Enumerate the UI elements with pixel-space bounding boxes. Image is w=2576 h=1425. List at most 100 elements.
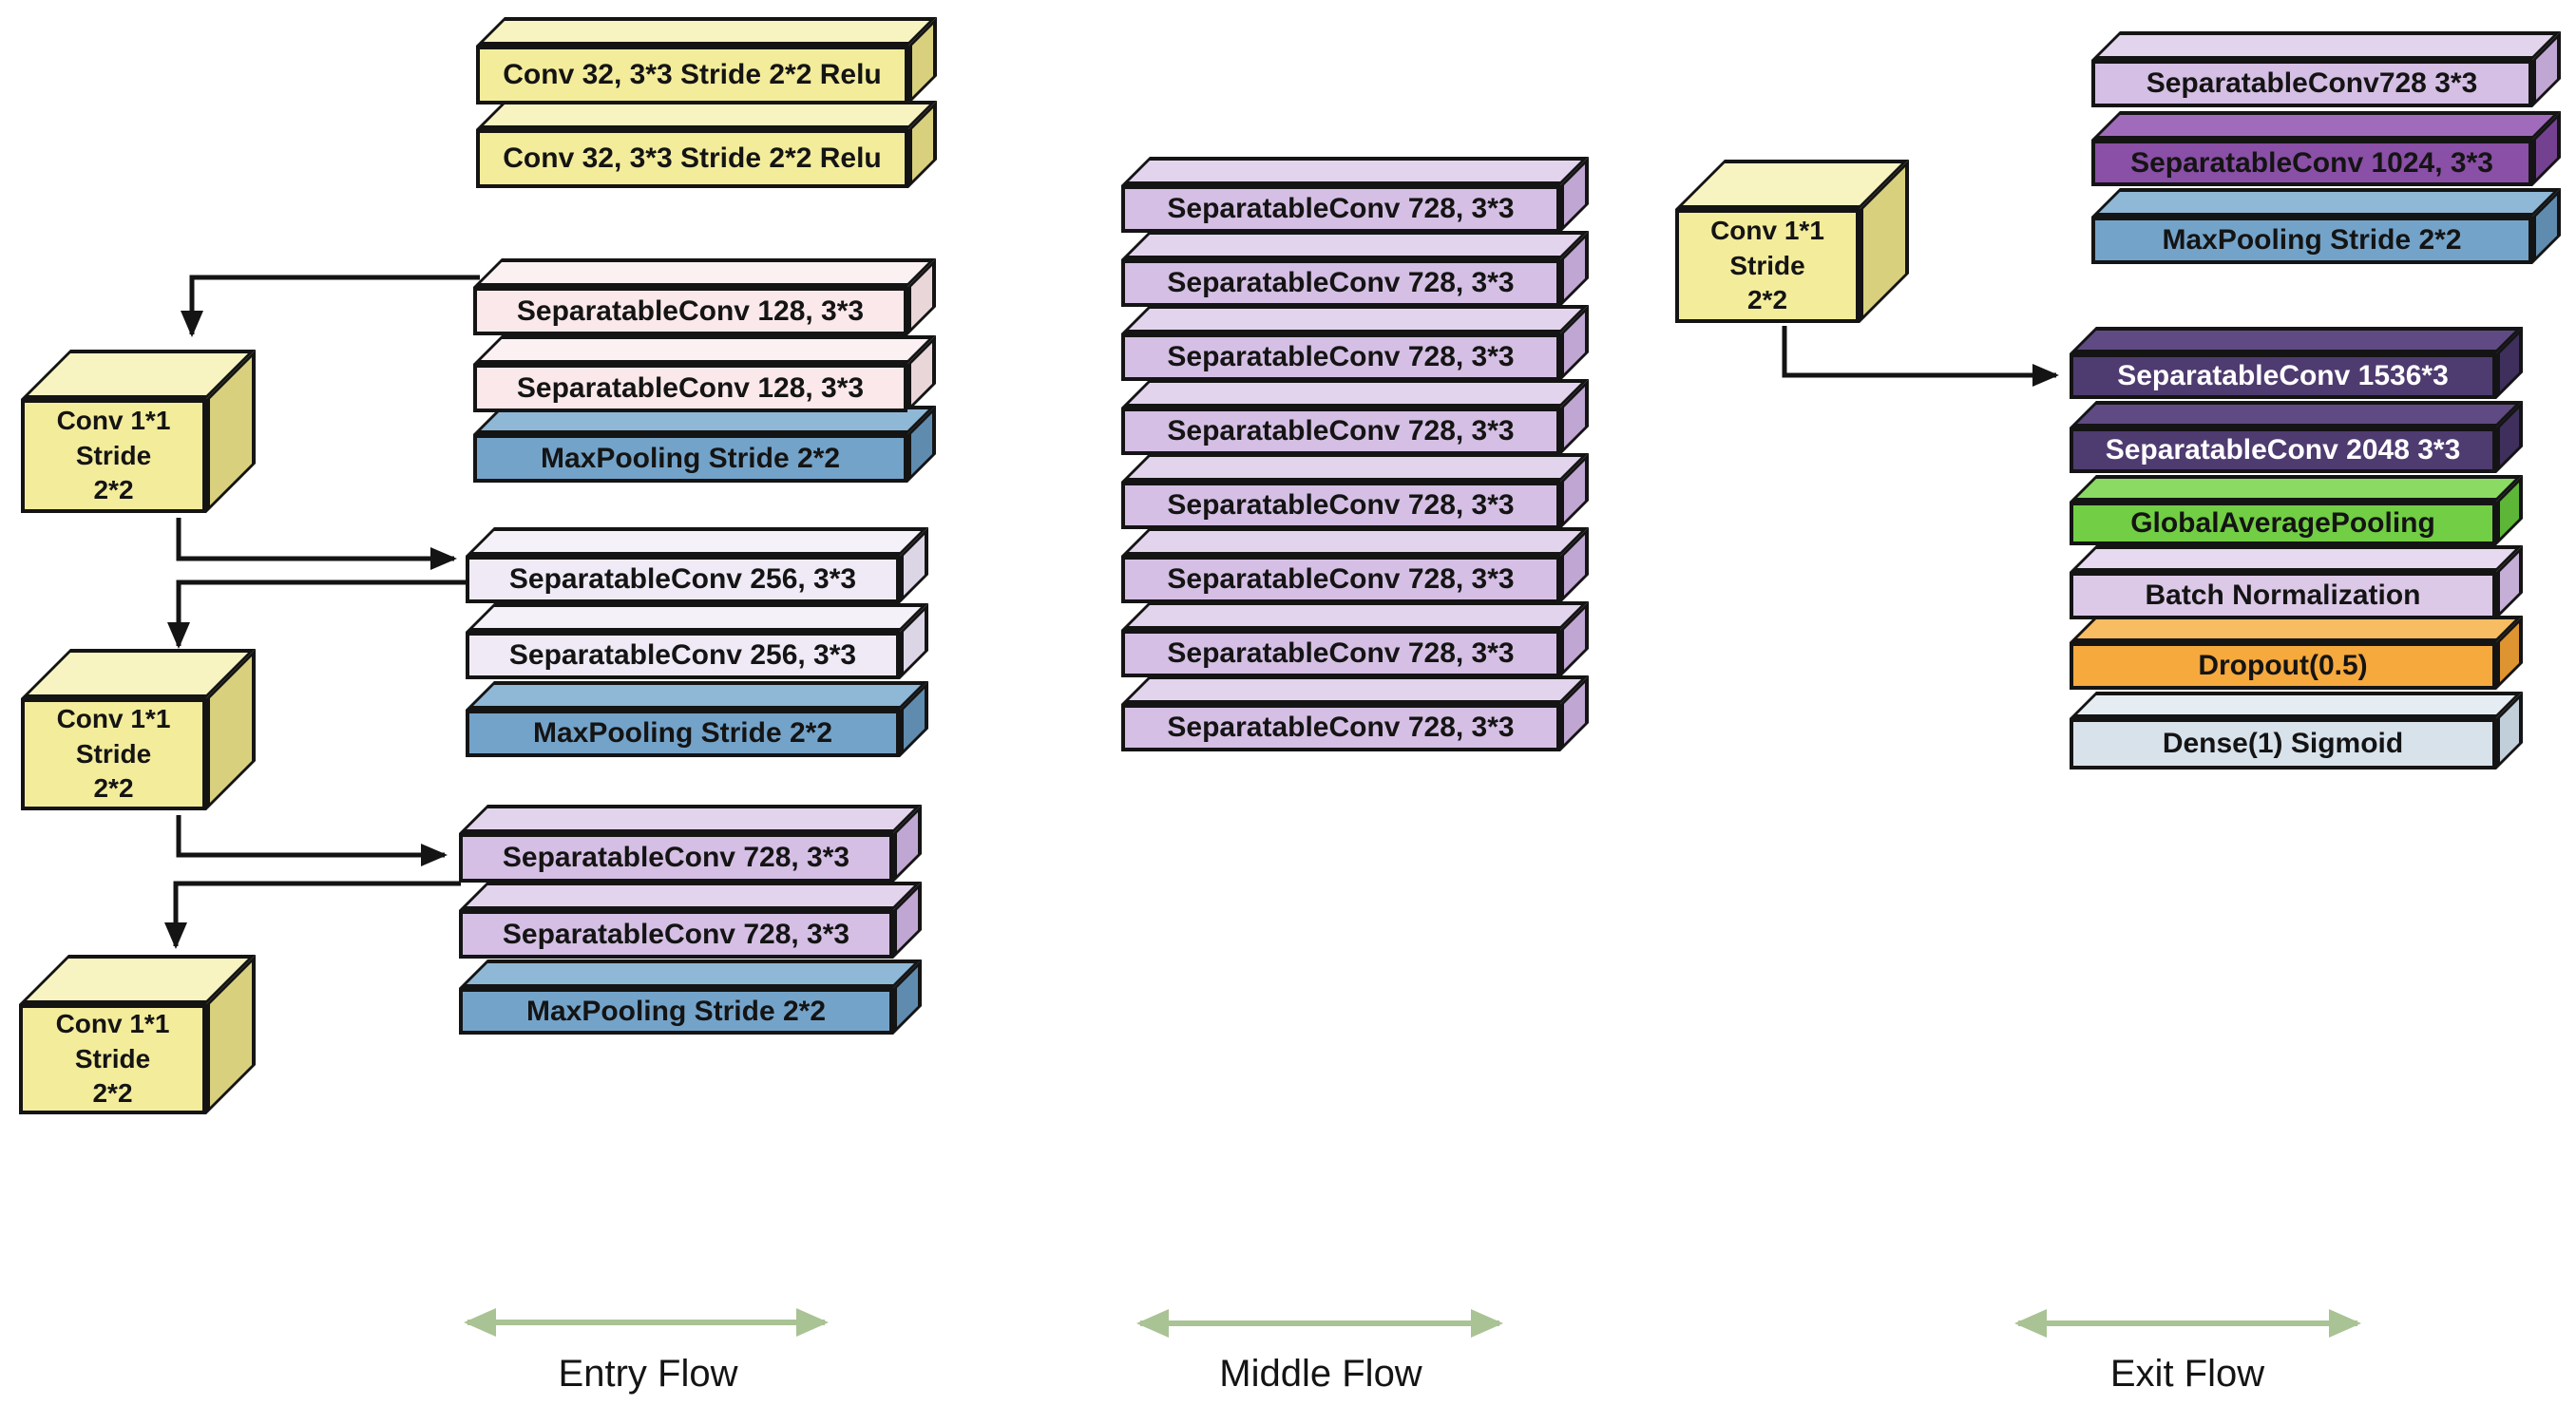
box-top-face [1121, 379, 1589, 408]
exit-dense-sigmoid: Dense(1) Sigmoid [2070, 692, 2523, 770]
entry-maxpool-1: MaxPooling Stride 2*2 [473, 406, 936, 483]
cube-label: Conv 1*1 Stride 2*2 [19, 1004, 206, 1114]
box-top-face [1121, 453, 1589, 482]
exit-globalaveragepooling: GlobalAveragePooling [2070, 475, 2523, 545]
box-top-face [1121, 527, 1589, 556]
exit-sepconv2048: SeparatableConv 2048 3*3 [2070, 401, 2523, 473]
box-top-face [1121, 601, 1589, 630]
layer-label: Conv 32, 3*3 Stride 2*2 Relu [476, 46, 908, 104]
box-top-face [466, 603, 928, 632]
box-top-face [2070, 475, 2523, 502]
entry-conv32-2: Conv 32, 3*3 Stride 2*2 Relu [476, 101, 937, 188]
box-top-face [2070, 401, 2523, 428]
layer-label: SeparatableConv 728, 3*3 [1121, 704, 1560, 751]
layer-label: SeparatableConv 728, 3*3 [1121, 408, 1560, 455]
box-top-face [459, 882, 922, 910]
box-top-face [2070, 545, 2523, 572]
box-top-face [473, 258, 936, 287]
box-top-face [473, 335, 936, 364]
middle-flow-label: Middle Flow [1219, 1353, 1422, 1395]
layer-label: SeparatableConv 728, 3*3 [1121, 630, 1560, 677]
middle-sepconv728-6: SeparatableConv 728, 3*3 [1121, 527, 1589, 603]
middle-sepconv728-5: SeparatableConv 728, 3*3 [1121, 453, 1589, 529]
layer-label: GlobalAveragePooling [2070, 502, 2496, 545]
box-top-face [2091, 31, 2561, 60]
exit-conv1x1-cube: Conv 1*1 Stride 2*2 [1675, 160, 1909, 323]
entry-conv1x1-cube-3: Conv 1*1 Stride 2*2 [19, 955, 256, 1114]
layer-label: MaxPooling Stride 2*2 [466, 710, 900, 757]
connector-exitcube-to-sepconv1536 [1782, 326, 2059, 387]
middle-sepconv728-2: SeparatableConv 728, 3*3 [1121, 231, 1589, 307]
entry-flow-label: Entry Flow [558, 1353, 738, 1395]
entry-conv1x1-cube-2: Conv 1*1 Stride 2*2 [21, 649, 256, 810]
layer-label: SeparatableConv 2048 3*3 [2070, 428, 2496, 473]
box-top-face [2070, 327, 2523, 353]
layer-label: SeparatableConv 728, 3*3 [459, 833, 893, 883]
box-top-face [476, 17, 937, 46]
entry-sepconv128-1: SeparatableConv 128, 3*3 [473, 258, 936, 335]
box-top-face [2091, 111, 2561, 140]
layer-label: Dense(1) Sigmoid [2070, 718, 2496, 770]
middle-sepconv728-8: SeparatableConv 728, 3*3 [1121, 675, 1589, 751]
layer-label: SeparatableConv 728, 3*3 [1121, 482, 1560, 529]
box-top-face [2070, 616, 2523, 642]
entry-conv1x1-cube-1: Conv 1*1 Stride 2*2 [21, 350, 256, 513]
layer-label: SeparatableConv 128, 3*3 [473, 287, 907, 335]
box-top-face [1121, 675, 1589, 704]
connector-block256-to-cube2 [167, 580, 467, 649]
layer-label: SeparatableConv 728, 3*3 [1121, 333, 1560, 381]
layer-label: MaxPooling Stride 2*2 [459, 988, 893, 1035]
middle-sepconv728-3: SeparatableConv 728, 3*3 [1121, 305, 1589, 381]
exit-flow-label: Exit Flow [2109, 1353, 2265, 1395]
connector-cube2-to-block728 [176, 815, 448, 866]
layer-label: SeparatableConv 728, 3*3 [1121, 556, 1560, 603]
middle-sepconv728-7: SeparatableConv 728, 3*3 [1121, 601, 1589, 677]
layer-label: SeparatableConv 1024, 3*3 [2091, 140, 2532, 186]
connector-block728-to-cube3 [164, 881, 461, 949]
layer-label: SeparatableConv 256, 3*3 [466, 556, 900, 603]
box-top-face [2091, 188, 2561, 217]
box-top-face [1121, 305, 1589, 333]
exit-dropout: Dropout(0.5) [2070, 616, 2523, 690]
middle-sepconv728-1: SeparatableConv 728, 3*3 [1121, 157, 1589, 233]
layer-label: SeparatableConv 728, 3*3 [1121, 259, 1560, 307]
exit-sepconv1024: SeparatableConv 1024, 3*3 [2091, 111, 2561, 186]
box-top-face [466, 681, 928, 710]
entry-maxpool-3: MaxPooling Stride 2*2 [459, 960, 922, 1035]
exit-maxpool: MaxPooling Stride 2*2 [2091, 188, 2561, 264]
entry-sepconv256-2: SeparatableConv 256, 3*3 [466, 603, 928, 679]
box-top-face [476, 101, 937, 129]
box-top-face [1121, 231, 1589, 259]
layer-label: SeparatableConv 728, 3*3 [1121, 185, 1560, 233]
layer-label: Dropout(0.5) [2070, 642, 2496, 690]
layer-label: MaxPooling Stride 2*2 [473, 434, 907, 483]
middle-sepconv728-4: SeparatableConv 728, 3*3 [1121, 379, 1589, 455]
connector-cube1-to-block256 [176, 518, 457, 570]
cube-label: Conv 1*1 Stride 2*2 [1675, 209, 1860, 323]
entry-sepconv728-2: SeparatableConv 728, 3*3 [459, 882, 922, 959]
exit-sepconv728: SeparatableConv728 3*3 [2091, 31, 2561, 107]
layer-label: Batch Normalization [2070, 572, 2496, 619]
box-top-face [2070, 692, 2523, 718]
layer-label: SeparatableConv 256, 3*3 [466, 632, 900, 679]
entry-conv32-1: Conv 32, 3*3 Stride 2*2 Relu [476, 17, 937, 104]
entry-sepconv728-1: SeparatableConv 728, 3*3 [459, 805, 922, 883]
layer-label: Conv 32, 3*3 Stride 2*2 Relu [476, 129, 908, 188]
cube-label: Conv 1*1 Stride 2*2 [21, 698, 206, 810]
box-top-face [459, 805, 922, 833]
layer-label: MaxPooling Stride 2*2 [2091, 217, 2532, 264]
connector-block128-to-cube1 [181, 275, 480, 337]
cube-label: Conv 1*1 Stride 2*2 [21, 399, 206, 513]
entry-sepconv256-1: SeparatableConv 256, 3*3 [466, 527, 928, 603]
layer-label: SeparatableConv 128, 3*3 [473, 364, 907, 412]
layer-label: SeparatableConv728 3*3 [2091, 60, 2532, 107]
layer-label: SeparatableConv 728, 3*3 [459, 910, 893, 959]
entry-maxpool-2: MaxPooling Stride 2*2 [466, 681, 928, 757]
box-top-face [459, 960, 922, 988]
box-top-face [466, 527, 928, 556]
box-top-face [1121, 157, 1589, 185]
exit-batch-normalization: Batch Normalization [2070, 545, 2523, 619]
layer-label: SeparatableConv 1536*3 [2070, 353, 2496, 399]
entry-sepconv128-2: SeparatableConv 128, 3*3 [473, 335, 936, 412]
